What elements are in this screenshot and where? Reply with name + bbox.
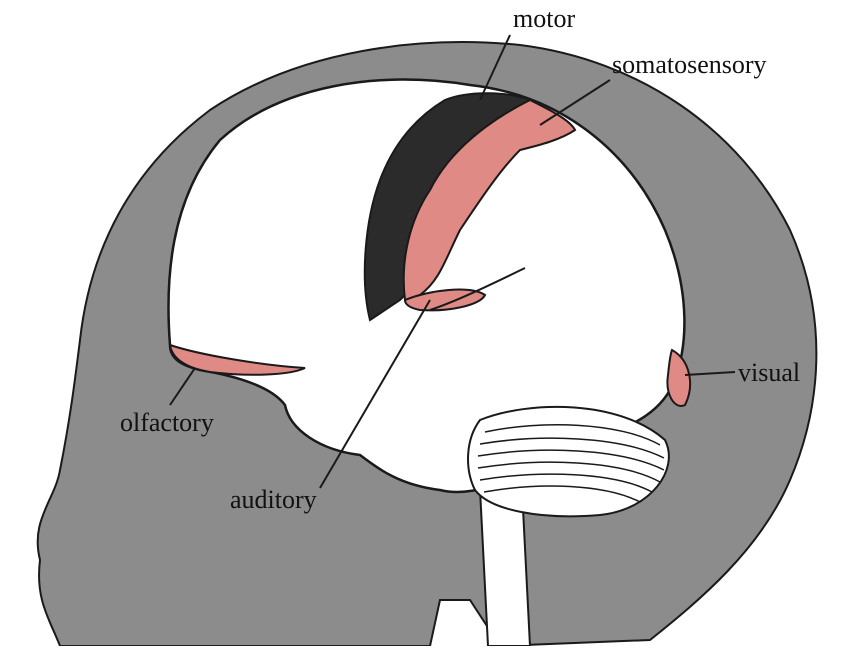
motor-label: motor [513, 6, 575, 32]
visual-label: visual [738, 360, 800, 386]
somatosensory-label: somatosensory [612, 52, 767, 78]
cerebellum [468, 407, 669, 516]
olfactory-label: olfactory [120, 410, 214, 436]
auditory-label: auditory [230, 487, 317, 513]
